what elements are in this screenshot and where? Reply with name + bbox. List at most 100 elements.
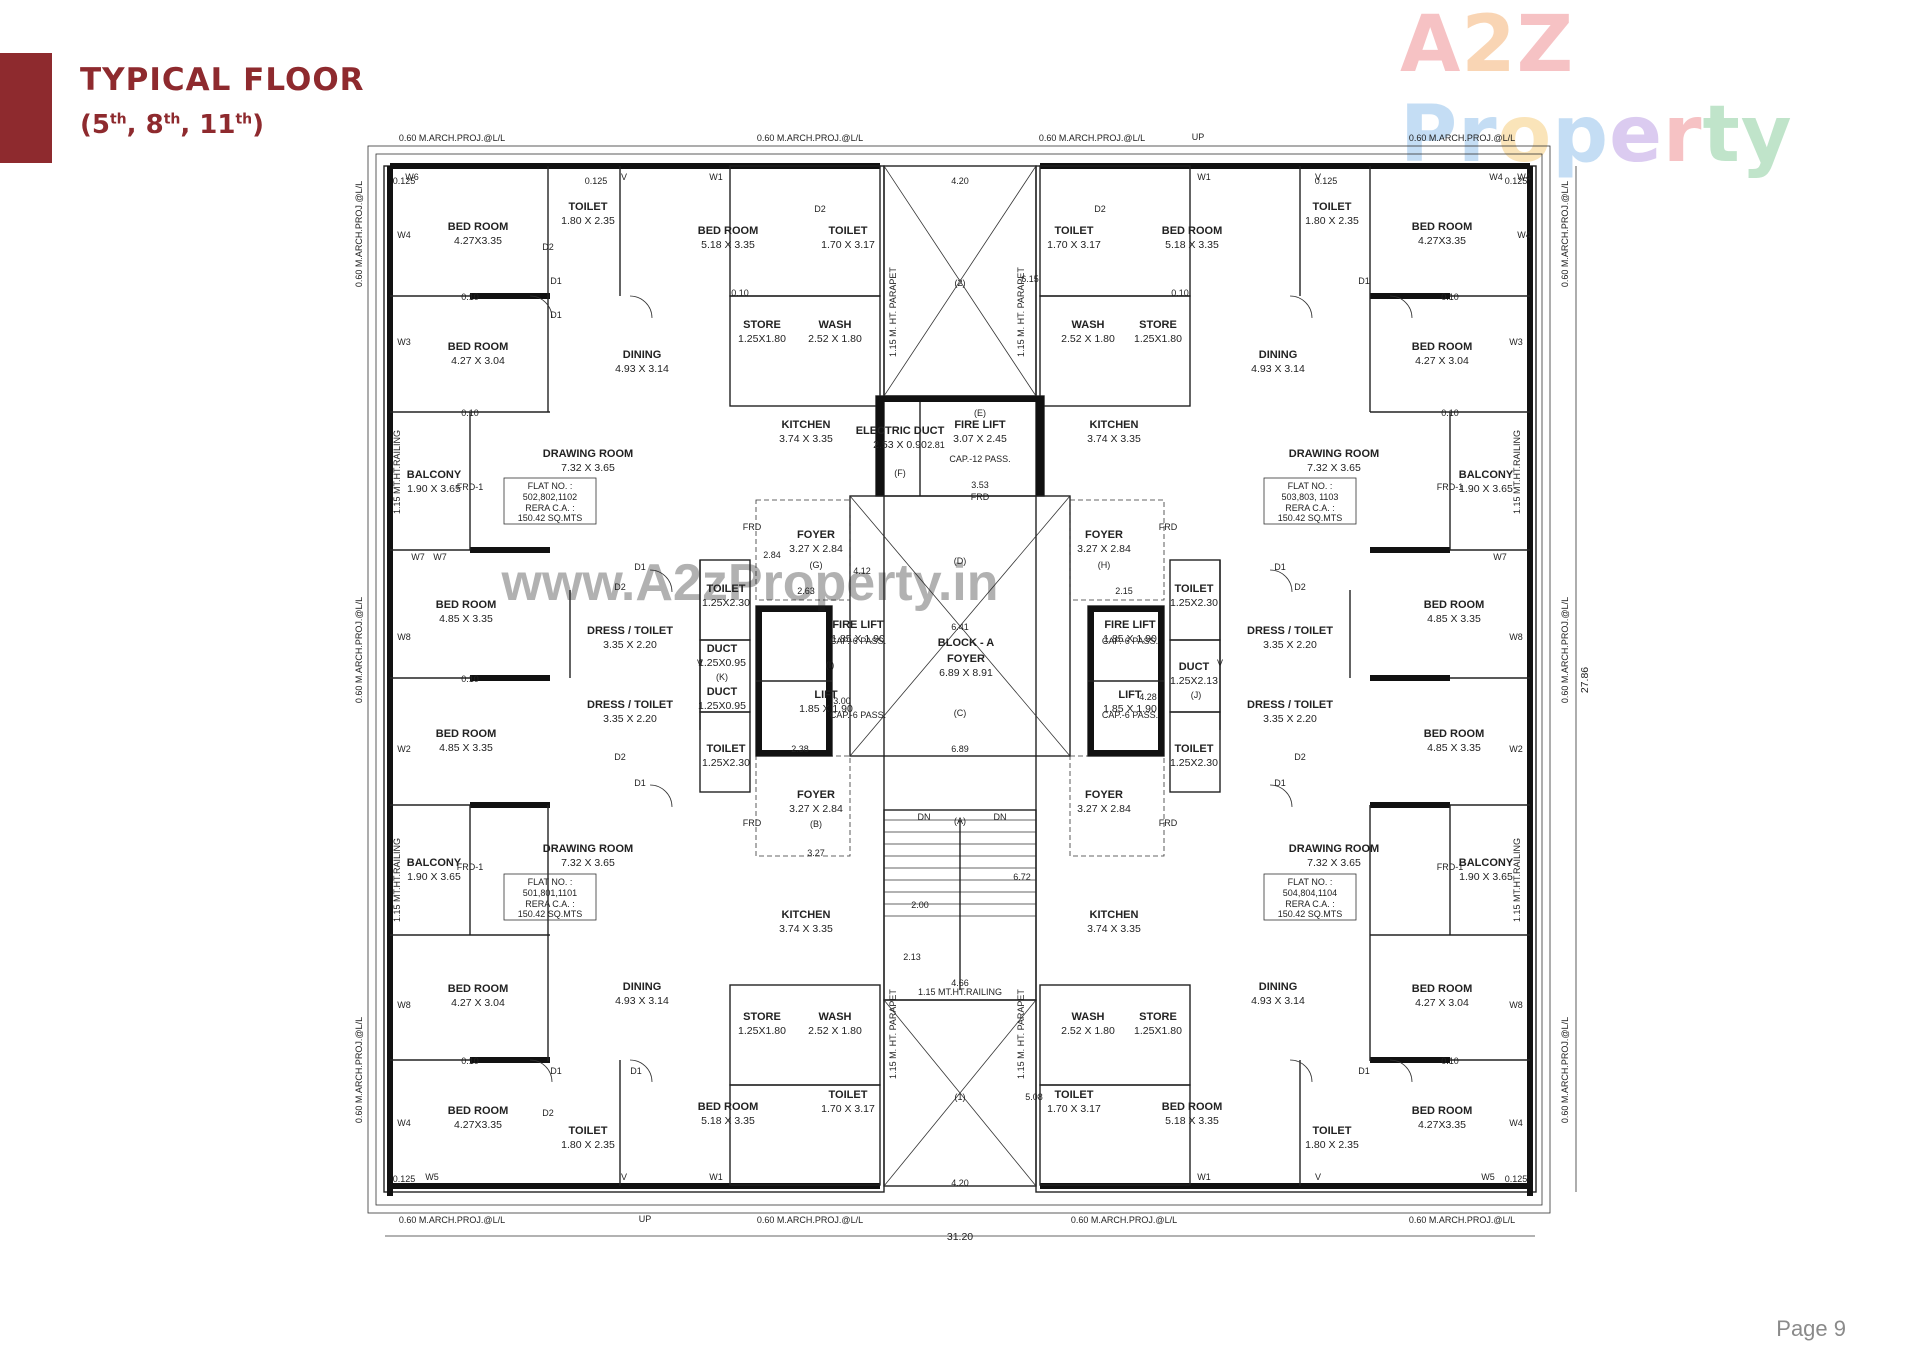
kitchen-block: [1039, 1084, 1191, 1186]
left-block-wall: [383, 165, 885, 1193]
dimension-value: 6.15: [1021, 274, 1039, 284]
plan-tag: W2: [1509, 744, 1523, 754]
room-dimension: 1.25X1.80: [738, 333, 786, 345]
lift-wall: [756, 606, 832, 612]
plan-tag: W1: [709, 1172, 723, 1182]
plan-tag: D2: [1094, 204, 1106, 214]
partition-thick: [1370, 1057, 1450, 1063]
room-name: BED ROOM: [436, 599, 497, 611]
room-dimension: 1.90 X 3.65: [407, 871, 461, 883]
plan-tag: FRD: [743, 818, 762, 828]
room-dimension: 4.27X3.35: [1418, 235, 1466, 247]
room-name: DRAWING ROOM: [543, 843, 633, 855]
plan-tag: W8: [1509, 632, 1523, 642]
plan-tag: FRD: [971, 492, 990, 502]
exterior-wall: [1040, 163, 1530, 169]
dimension-value: 4.28: [1139, 692, 1157, 702]
staircase: [883, 809, 1037, 1001]
plan-tag: D2: [614, 752, 626, 762]
logo-letter: Z: [1516, 0, 1575, 90]
logo-letter: A: [1400, 0, 1462, 90]
plan-tag: D2: [1294, 582, 1306, 592]
plan-tag: UP: [1192, 132, 1205, 142]
room-name: TOILET: [1175, 743, 1214, 755]
partition-thick: [1370, 802, 1450, 808]
projection-label: 0.60 M.ARCH.PROJ.@L/L: [1409, 1215, 1515, 1225]
door-swing: [529, 295, 553, 319]
room-name: DUCT: [707, 686, 738, 698]
plan-tag: D1: [1274, 562, 1286, 572]
grid-marker: (I): [826, 660, 835, 670]
wall-thickness: 0.10: [1441, 292, 1459, 302]
plan-tag: W1: [1197, 1172, 1211, 1182]
plan-tag: DN: [994, 812, 1007, 822]
room-name: BED ROOM: [1412, 221, 1473, 233]
grid-marker: (A): [954, 816, 966, 826]
projection-label: 0.60 M.ARCH.PROJ.@L/L: [1071, 1215, 1177, 1225]
logo-letter: 2: [1461, 0, 1517, 90]
room-dimension: 1.70 X 3.17: [1047, 239, 1101, 251]
plan-tag: D1: [630, 1066, 642, 1076]
room-name: FOYER: [797, 529, 835, 541]
lift-capacity: CAP.-12 PASS.: [949, 454, 1010, 464]
room-name: TOILET: [829, 225, 868, 237]
wall-thickness: 0.125: [393, 176, 416, 186]
room-dimension: 4.27 X 3.04: [451, 997, 505, 1009]
flat-number: 504,804,1104: [1283, 888, 1337, 898]
wall-thickness: 0.125: [1505, 176, 1528, 186]
door-swing: [649, 784, 673, 808]
room-dimension: 1.25X2.30: [702, 757, 750, 769]
core-wall: [876, 396, 884, 496]
room-name: DINING: [1259, 981, 1298, 993]
partition-thick: [470, 675, 550, 681]
plan-tag: DN: [918, 812, 931, 822]
plan-tag: W4: [1517, 230, 1531, 240]
outer-frame-inner: [375, 153, 1543, 1206]
room-dimension: 7.32 X 3.65: [1307, 857, 1361, 869]
room-name: DRESS / TOILET: [587, 699, 673, 711]
plan-tag: W1: [709, 172, 723, 182]
room-dimension: 3.35 X 2.20: [603, 639, 657, 651]
plan-tag: D2: [614, 582, 626, 592]
dimension-value: 2.38: [791, 744, 809, 754]
room-dimension: 1.80 X 2.35: [1305, 215, 1359, 227]
rera-label: RERA C.A. :: [525, 503, 575, 513]
room-name: WASH: [819, 319, 852, 331]
projection-label: 0.60 M.ARCH.PROJ.@L/L: [757, 133, 863, 143]
core-toilet: [699, 711, 751, 793]
plan-tag: D1: [1274, 778, 1286, 788]
dimension-value: 4.20: [951, 1178, 969, 1188]
parapet-label: 1.15 M. HT. PARAPET: [1016, 267, 1026, 357]
room-dimension: 1.85 X 1.90: [831, 633, 885, 645]
room-dimension: 4.27X3.35: [454, 1119, 502, 1131]
grid-marker: (E): [974, 408, 986, 418]
dimension-value: 2.81: [927, 440, 945, 450]
room-dimension: 1.80 X 2.35: [561, 215, 615, 227]
wall-thickness: 0.10: [461, 1056, 479, 1066]
room-name: TOILET: [1055, 1089, 1094, 1101]
room-name: BALCONY: [1459, 469, 1514, 481]
plan-tag: W3: [397, 337, 411, 347]
room-dimension: 1.25X1.80: [738, 1025, 786, 1037]
room-dimension: 5.18 X 3.35: [701, 1115, 755, 1127]
room-name: BED ROOM: [1412, 341, 1473, 353]
plan-tag: FRD-1: [457, 482, 484, 492]
room-dimension: 1.85 X 1.90: [1103, 633, 1157, 645]
lift-capacity: CAP.-6 PASS.: [1102, 636, 1158, 646]
plan-tag: D1: [634, 778, 646, 788]
logo-letter: e: [1609, 90, 1663, 180]
door-swing: [1389, 295, 1413, 319]
plan-tag: W7: [1493, 552, 1507, 562]
room-dimension: 1.25X1.80: [1134, 333, 1182, 345]
room-name: TOILET: [1055, 225, 1094, 237]
room-name: TOILET: [829, 1089, 868, 1101]
parapet-label: 1.15 M. HT. PARAPET: [888, 989, 898, 1079]
exterior-wall: [1040, 1183, 1530, 1189]
room-name: FOYER: [797, 789, 835, 801]
room-name: BED ROOM: [448, 983, 509, 995]
door-swing: [529, 1059, 553, 1083]
room-dimension: 2.53 X 0.90: [873, 439, 927, 451]
plan-tag: V: [1315, 1172, 1321, 1182]
room-name: DRESS / TOILET: [587, 625, 673, 637]
